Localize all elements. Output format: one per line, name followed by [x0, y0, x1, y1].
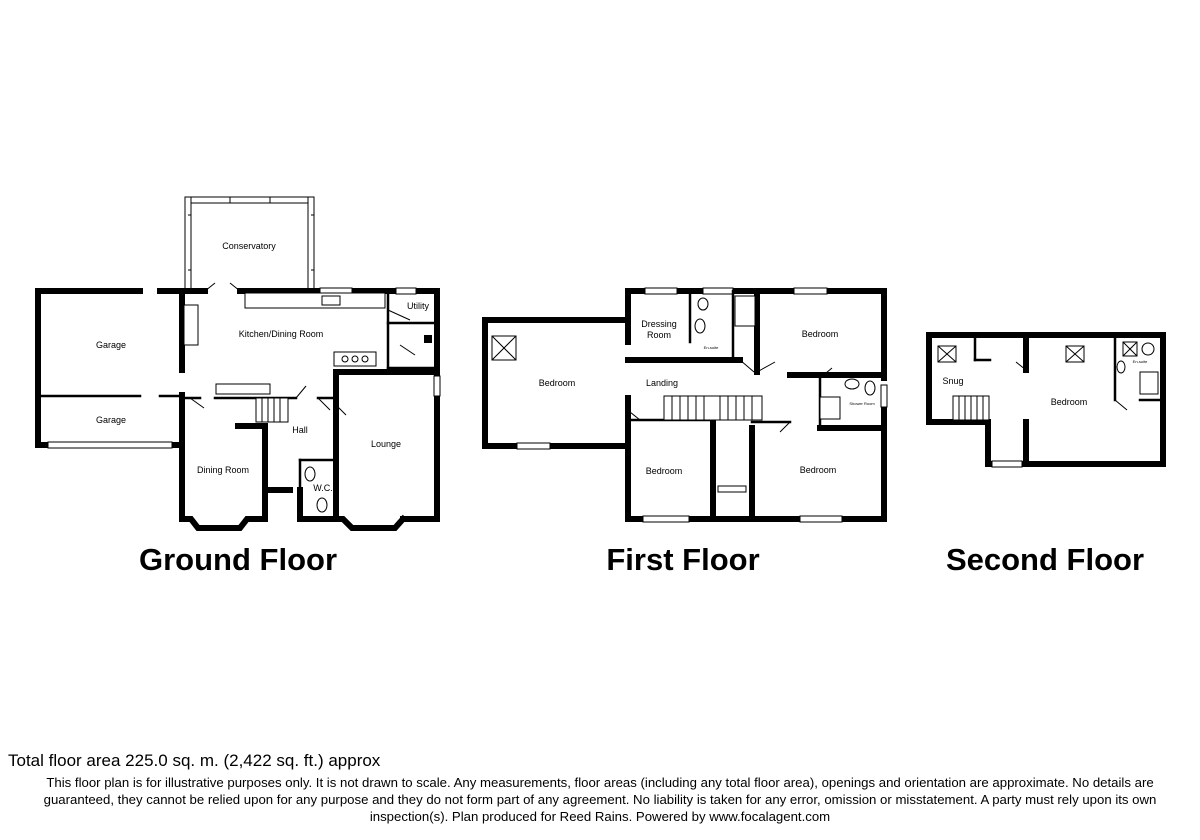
disclaimer-text: This floor plan is for illustrative purp… [43, 775, 1157, 824]
first-bedroom-bottom-middle-label: Bedroom [646, 466, 683, 476]
kitchen-label: Kitchen/Dining Room [239, 329, 324, 339]
garage-small-label: Garage [96, 415, 126, 425]
landing-label: Landing [646, 378, 678, 388]
first-ensuite-label: En-suite [704, 345, 719, 350]
second-floor-walls [926, 332, 1166, 468]
utility-label: Utility [407, 301, 429, 311]
snug-label: Snug [942, 376, 963, 386]
ground-floor-title: Ground Floor [139, 542, 337, 577]
first-bedroom-top-right-label: Bedroom [802, 329, 839, 339]
first-bedroom-left-label: Bedroom [539, 378, 576, 388]
first-bedroom-bottom-right-label: Bedroom [800, 465, 837, 475]
house-walls [179, 282, 441, 531]
second-floor-title: Second Floor [946, 542, 1144, 577]
ground-floor-plan: Conservatory Garage Garage Kitchen/Dinin… [35, 196, 441, 577]
hall-label: Hall [292, 425, 308, 435]
second-bedroom-label: Bedroom [1051, 397, 1088, 407]
total-floor-area: Total floor area 225.0 sq. m. (2,422 sq.… [8, 751, 381, 770]
dining-label: Dining Room [197, 465, 249, 475]
garage-main-label: Garage [96, 340, 126, 350]
first-floor-title: First Floor [606, 542, 759, 577]
shower-room-label: Shower Room [849, 401, 875, 406]
lounge-label: Lounge [371, 439, 401, 449]
first-floor-walls [482, 287, 888, 523]
conservatory-label: Conservatory [222, 241, 276, 251]
second-ensuite-label: En-suite [1133, 359, 1148, 364]
wc-label: W.C. [313, 483, 333, 493]
second-floor-plan: Snug Bedroom En-suite Second Floor [926, 332, 1166, 577]
